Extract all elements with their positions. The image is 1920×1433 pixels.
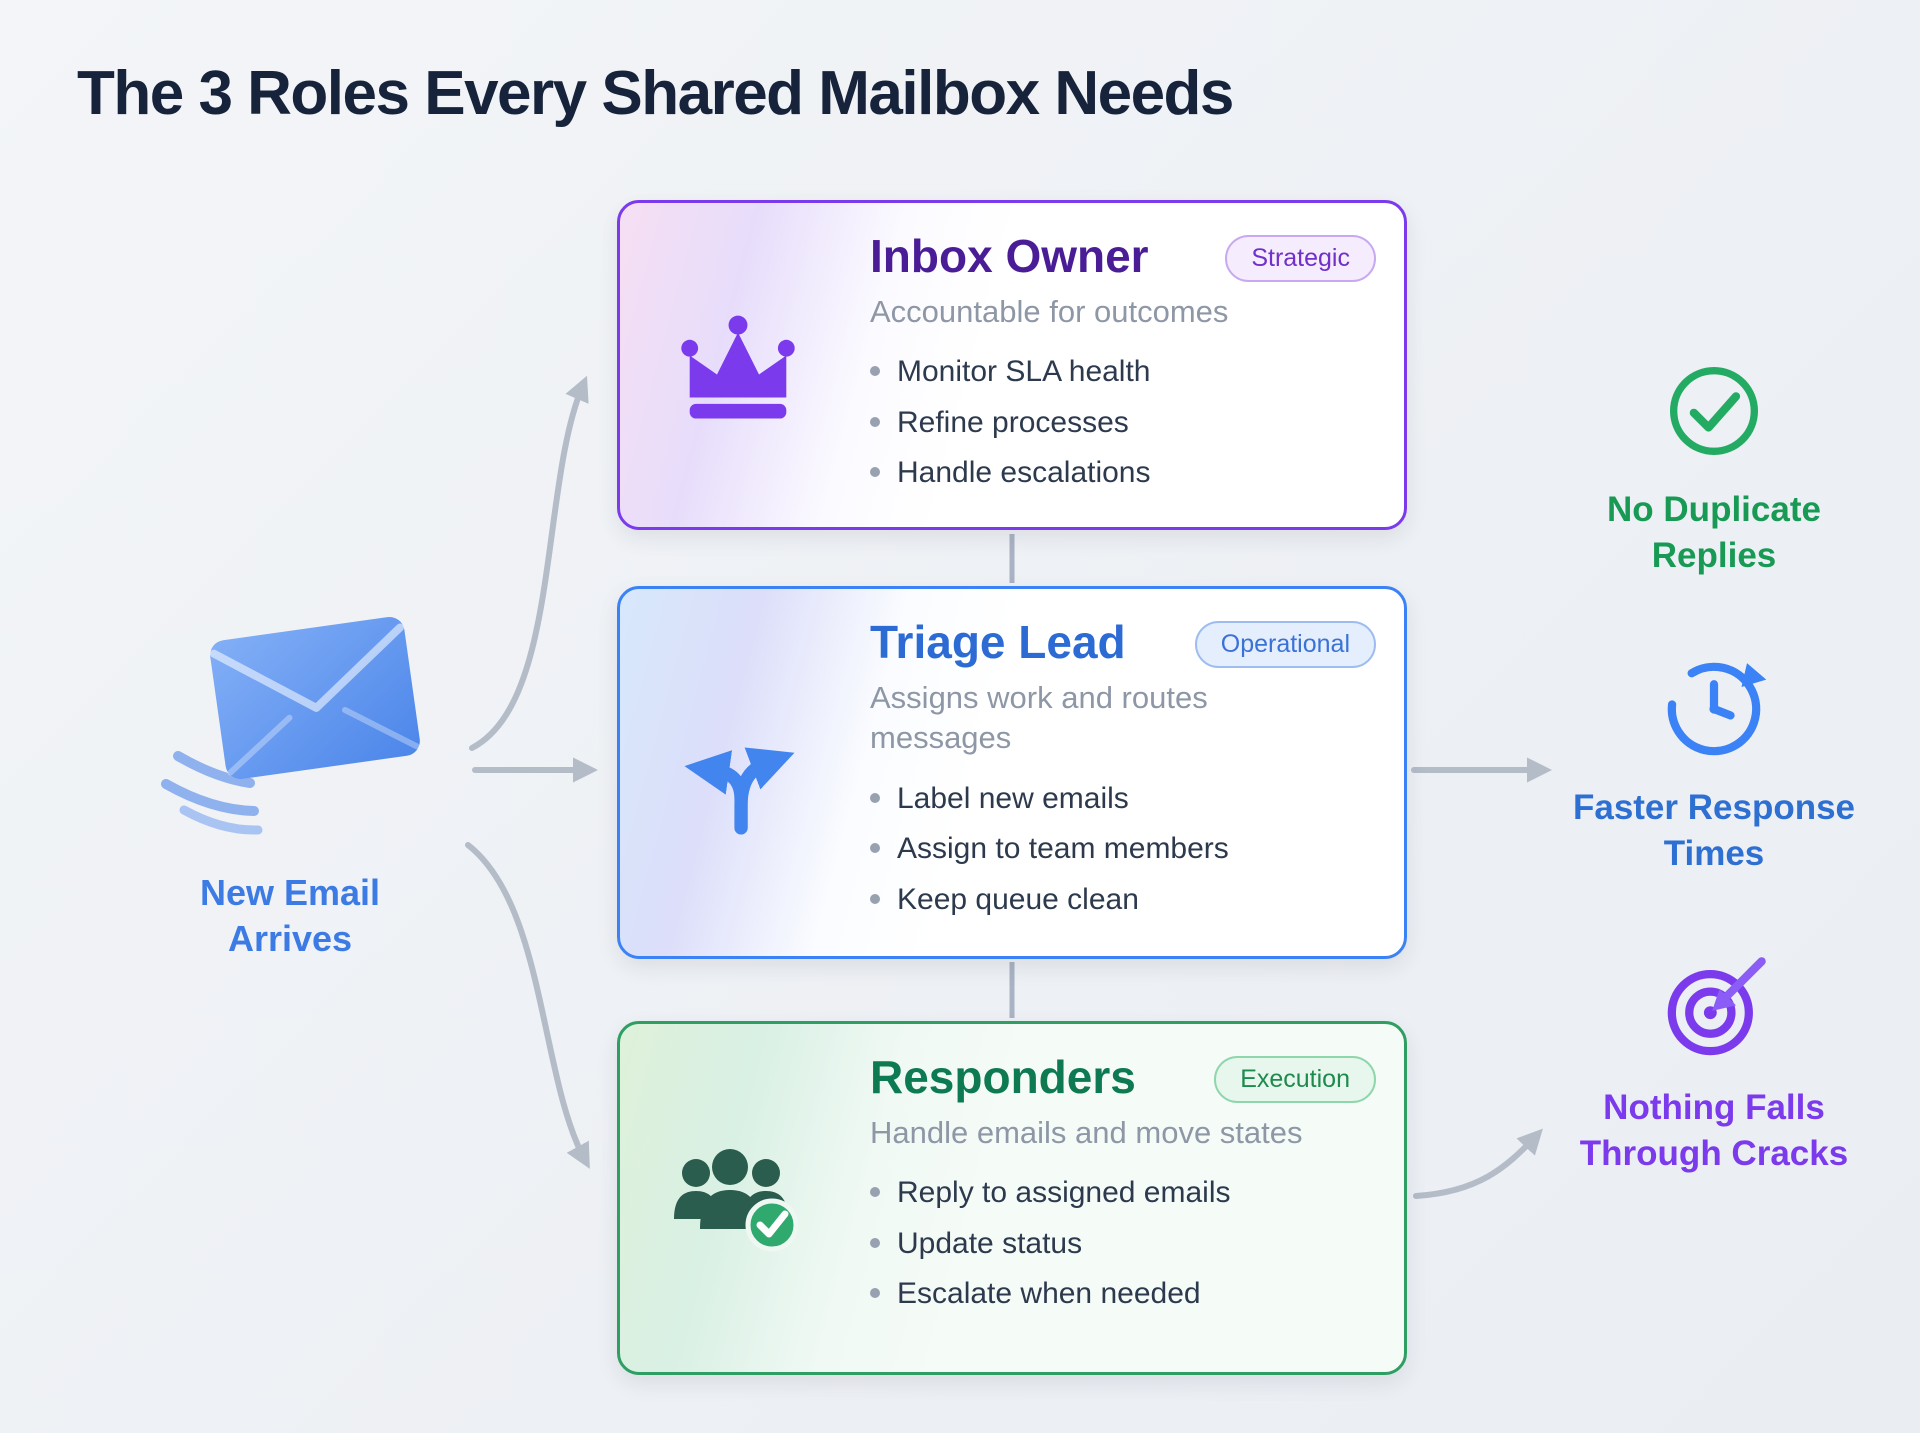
- role-bullet: Escalate when needed: [870, 1272, 1376, 1316]
- outcome-label: Nothing Falls Through Cracks: [1579, 1088, 1849, 1173]
- role-bullet: Assign to team members: [870, 827, 1376, 871]
- triage-icon-panel: [620, 589, 855, 956]
- responders-icon-panel: [620, 1024, 855, 1372]
- arrow-email-to-responders: [465, 842, 590, 1169]
- role-bullet: Reply to assigned emails: [870, 1171, 1376, 1215]
- split-arrows-icon: [683, 746, 794, 834]
- role-card-triage-lead: Triage Lead Operational Assigns work and…: [617, 586, 1407, 959]
- bullet-dot-icon: [870, 416, 880, 427]
- crown-icon: [680, 315, 795, 419]
- target-arrow-icon: [1667, 957, 1766, 1056]
- role-bullet: Monitor SLA health: [870, 350, 1376, 394]
- role-bullet: Keep queue clean: [870, 878, 1376, 922]
- new-email-label: New Email Arrives: [199, 872, 381, 960]
- role-bullet: Refine processes: [870, 401, 1376, 445]
- envelope-icon: [161, 616, 420, 835]
- role-title-triage-lead: Triage Lead: [870, 616, 1126, 668]
- operational-badge: Operational: [1194, 621, 1376, 668]
- team-check-icon: [673, 1149, 798, 1252]
- role-bullet: Label new emails: [870, 777, 1376, 821]
- arrow-responders-to-outcome: [1413, 1128, 1543, 1199]
- role-bullet: Handle escalations: [870, 451, 1376, 495]
- outcome-nothing-falls-through-cracks: Nothing Falls Through Cracks: [1554, 954, 1874, 1176]
- role-title-responders: Responders: [870, 1051, 1136, 1103]
- new-email-source: New Email Arrives: [150, 580, 450, 959]
- bullet-dot-icon: [870, 843, 880, 854]
- strategic-badge: Strategic: [1225, 235, 1376, 282]
- bullet-dot-icon: [870, 792, 880, 803]
- role-bullet: Update status: [870, 1222, 1376, 1266]
- bullet-dot-icon: [870, 1187, 880, 1198]
- outcome-faster-response-times: Faster Response Times: [1554, 654, 1874, 876]
- role-title-inbox-owner: Inbox Owner: [870, 230, 1149, 282]
- triage-bullet-list: Label new emails Assign to team members …: [870, 777, 1376, 922]
- outcome-label: No Duplicate Replies: [1607, 490, 1821, 575]
- role-card-inbox-owner: Inbox Owner Strategic Accountable for ou…: [617, 200, 1407, 530]
- outcome-label: Faster Response Times: [1572, 788, 1856, 873]
- outcome-no-duplicate-replies: No Duplicate Replies: [1554, 356, 1874, 578]
- responders-subtitle: Handle emails and move states: [870, 1115, 1303, 1150]
- bullet-dot-icon: [870, 366, 880, 377]
- triage-subtitle: Assigns work and routes messages: [870, 680, 1208, 756]
- bullet-dot-icon: [870, 467, 880, 478]
- owner-icon-panel: [620, 203, 855, 527]
- execution-badge: Execution: [1214, 1056, 1376, 1103]
- owner-bullet-list: Monitor SLA health Refine processes Hand…: [870, 350, 1376, 495]
- responders-bullet-list: Reply to assigned emails Update status E…: [870, 1171, 1376, 1316]
- owner-subtitle: Accountable for outcomes: [870, 294, 1229, 329]
- responders-card-body: Responders Execution Handle emails and m…: [870, 1052, 1376, 1372]
- clock-history-icon: [1667, 662, 1767, 756]
- page-title: The 3 Roles Every Shared Mailbox Needs: [77, 59, 1234, 128]
- check-circle-icon: [1670, 367, 1758, 455]
- bullet-dot-icon: [870, 893, 880, 904]
- owner-card-body: Inbox Owner Strategic Accountable for ou…: [870, 231, 1376, 527]
- bullet-dot-icon: [870, 1237, 880, 1248]
- bullet-dot-icon: [870, 1288, 880, 1299]
- role-card-responders: Responders Execution Handle emails and m…: [617, 1021, 1407, 1375]
- triage-card-body: Triage Lead Operational Assigns work and…: [870, 617, 1376, 956]
- arrow-email-to-owner: [469, 375, 589, 751]
